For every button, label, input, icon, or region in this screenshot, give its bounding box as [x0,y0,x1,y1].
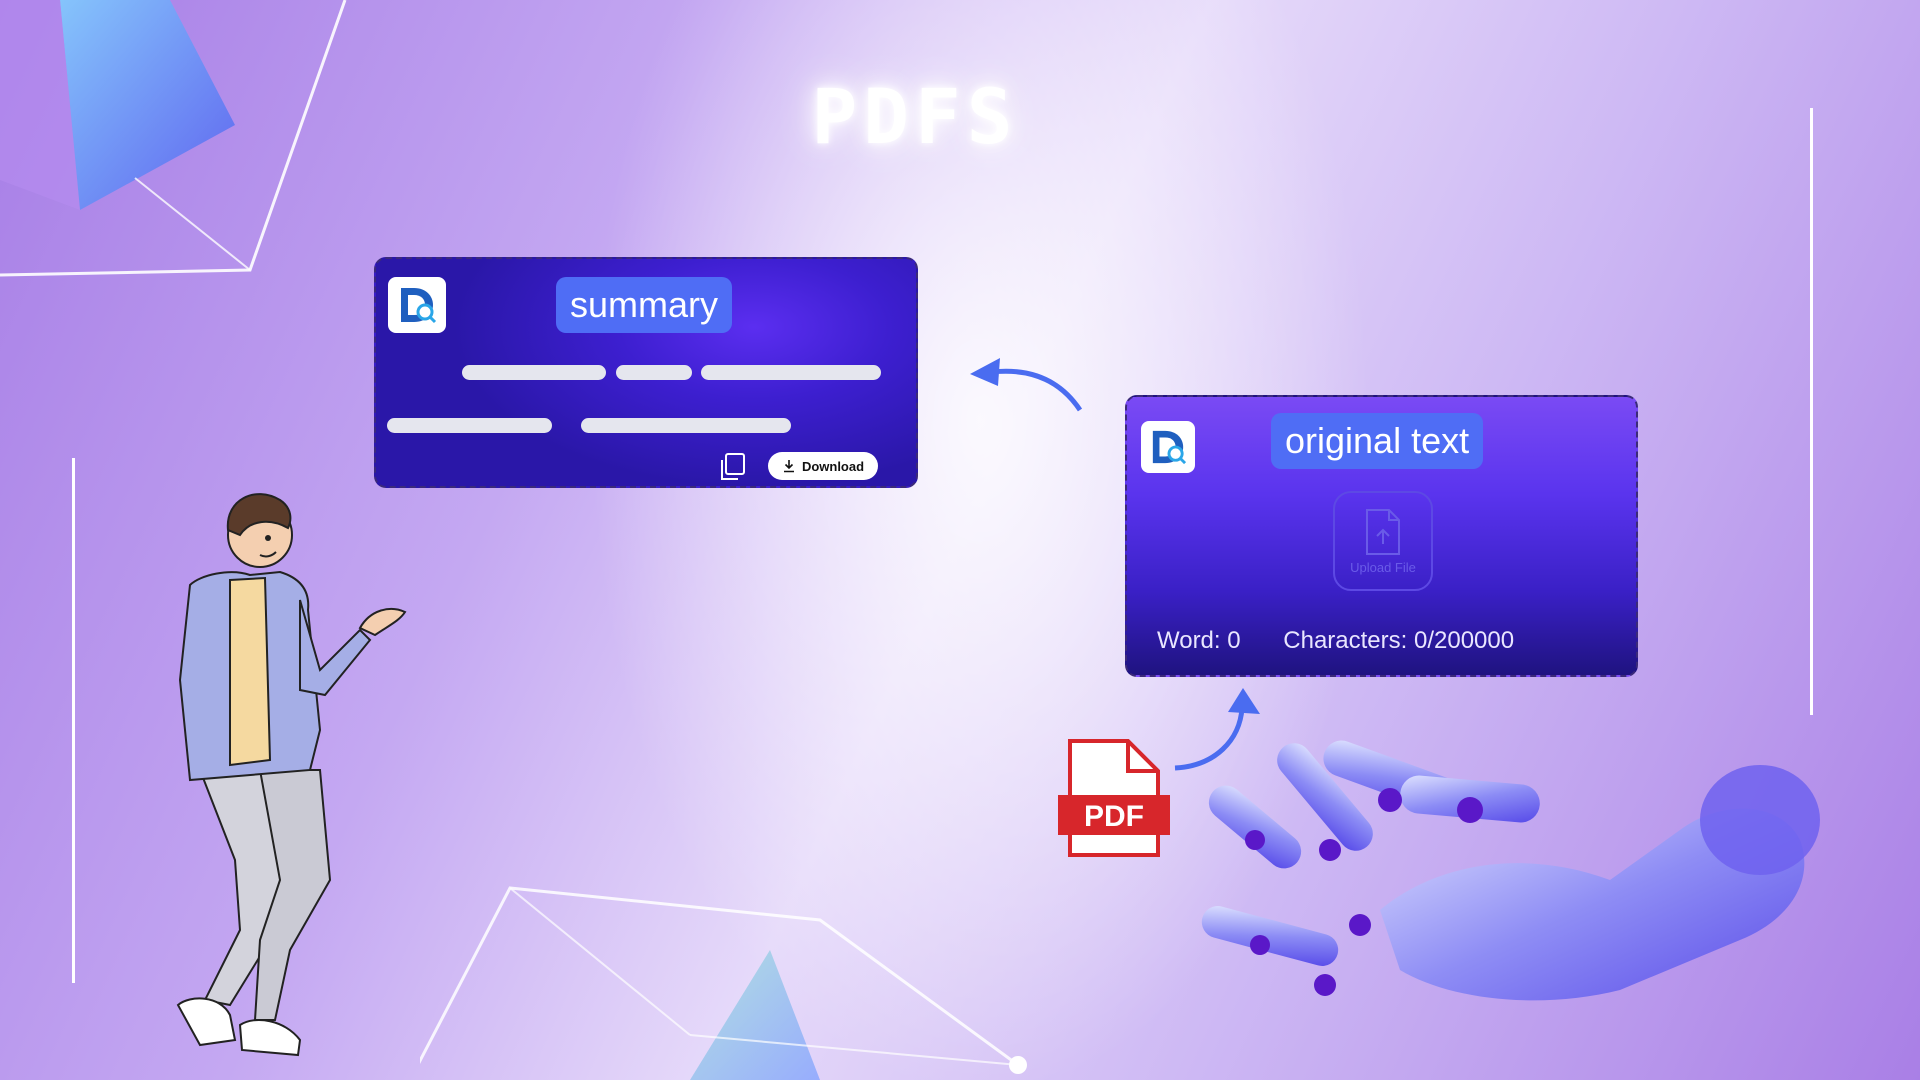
text-placeholder-line [701,365,881,380]
text-placeholder-line [581,418,791,433]
copy-icon[interactable] [716,451,748,483]
decorative-prism-top-left [0,0,347,277]
upload-file-icon [1366,508,1400,555]
download-label: Download [801,458,865,474]
arrow-icon [970,358,1083,412]
text-placeholder-line [616,365,692,380]
decorative-line-right [1810,108,1813,715]
upload-file-label: Upload File [1350,559,1416,575]
summary-badge: summary [556,277,733,333]
upload-file-button[interactable]: Upload File [1333,491,1433,591]
robot-hand-illustration [1201,740,1820,1001]
text-placeholder-line [462,365,606,380]
pdf-label: PDF [1084,800,1144,833]
word-count: Word: 0 [1157,627,1241,654]
logo-icon [1141,421,1195,473]
pdf-file-icon: PDF [1058,739,1170,857]
original-text-card: original text Upload File Word: 0 Charac… [1125,395,1638,677]
page-title: PDFS [811,72,1019,161]
original-text-badge: original text [1271,413,1484,469]
download-button[interactable]: Download [768,452,878,480]
download-icon [783,460,794,473]
text-placeholder-line [387,418,552,433]
character-count: Characters: 0/200000 [1283,627,1515,654]
summary-card: summary Download [374,257,918,488]
person-illustration [176,493,407,1057]
text-stats: Word: 0 Characters: 0/200000 [1157,627,1550,655]
decorative-line-left [72,458,75,983]
arrow-icon [1174,688,1260,771]
logo-icon [388,277,446,333]
decorative-prism-bottom [420,886,1027,1080]
